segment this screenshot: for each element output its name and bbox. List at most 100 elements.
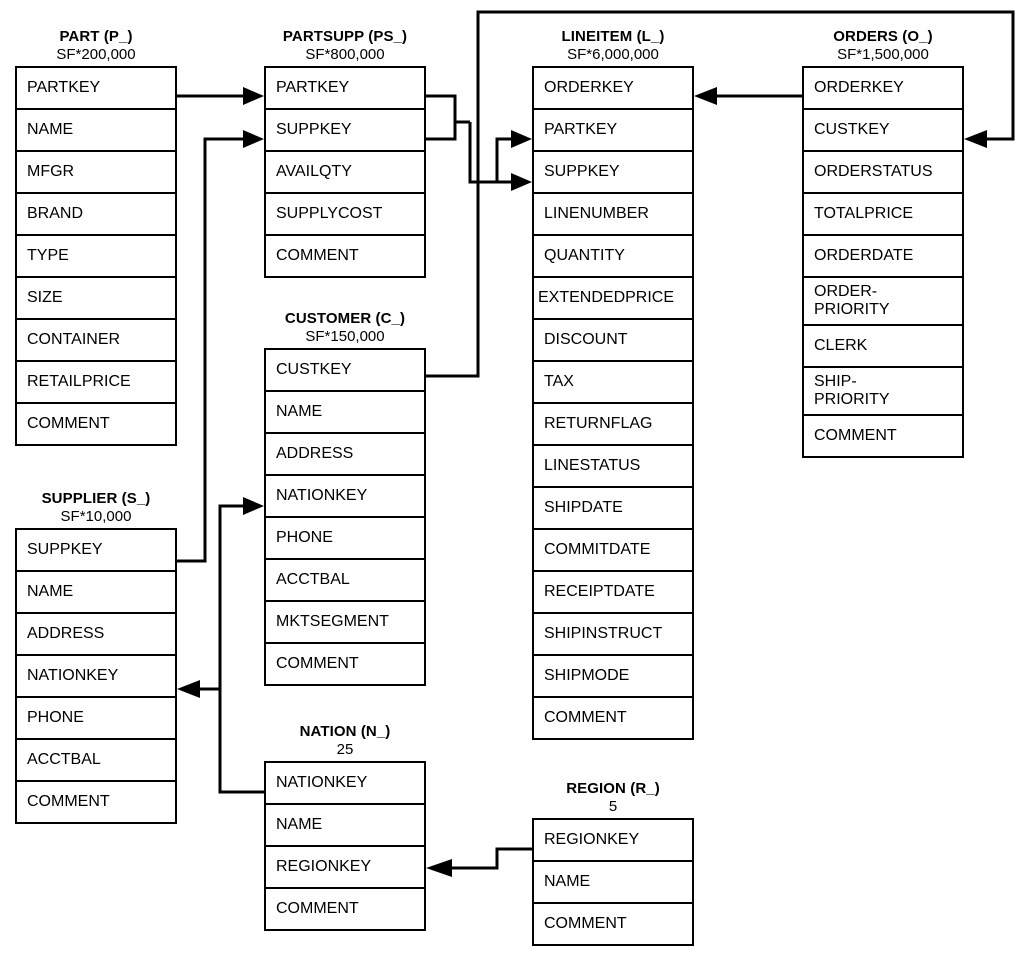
- field-supplier-name: NAME: [17, 572, 175, 614]
- field-lineitem-partkey: PARTKEY: [534, 110, 692, 152]
- field-nation-name: NAME: [266, 805, 424, 847]
- field-orders-orderkey: ORDERKEY: [804, 68, 962, 110]
- field-orders-custkey: CUSTKEY: [804, 110, 962, 152]
- rel-nation-nationkey-to-customer-supplier: [177, 497, 264, 794]
- field-lineitem-orderkey: ORDERKEY: [534, 68, 692, 110]
- field-part-name: NAME: [17, 110, 175, 152]
- field-customer-name: NAME: [266, 392, 424, 434]
- field-partsupp-supplycost: SUPPLYCOST: [266, 194, 424, 236]
- table-part-cardinality: SF*200,000: [56, 46, 136, 63]
- field-nation-regionkey: REGIONKEY: [266, 847, 424, 889]
- field-part-type: TYPE: [17, 236, 175, 278]
- field-lineitem-suppkey: SUPPKEY: [534, 152, 692, 194]
- table-customer: CUSTOMER (C_) SF*150,000 CUSTKEY NAME AD…: [264, 310, 426, 686]
- table-partsupp-box: PARTKEY SUPPKEY AVAILQTY SUPPLYCOST COMM…: [264, 66, 426, 278]
- field-region-name: NAME: [534, 862, 692, 904]
- field-lineitem-receiptdate: RECEIPTDATE: [534, 572, 692, 614]
- field-supplier-suppkey: SUPPKEY: [17, 530, 175, 572]
- field-customer-custkey: CUSTKEY: [266, 350, 424, 392]
- table-part-box: PARTKEY NAME MFGR BRAND TYPE SIZE CONTAI…: [15, 66, 177, 446]
- field-lineitem-tax: TAX: [534, 362, 692, 404]
- field-orders-orderdate: ORDERDATE: [804, 236, 962, 278]
- table-region-box: REGIONKEY NAME COMMENT: [532, 818, 694, 946]
- table-customer-title: CUSTOMER (C_): [284, 310, 406, 327]
- field-partsupp-suppkey: SUPPKEY: [266, 110, 424, 152]
- table-nation: NATION (N_) 25 NATIONKEY NAME REGIONKEY …: [264, 723, 426, 931]
- field-orders-orderstatus: ORDERSTATUS: [804, 152, 962, 194]
- table-partsupp: PARTSUPP (PS_) SF*800,000 PARTKEY SUPPKE…: [264, 28, 426, 278]
- field-lineitem-linestatus: LINESTATUS: [534, 446, 692, 488]
- table-region-cardinality: 5: [608, 798, 618, 815]
- field-customer-comment: COMMENT: [266, 644, 424, 684]
- field-supplier-address: ADDRESS: [17, 614, 175, 656]
- field-region-regionkey: REGIONKEY: [534, 820, 692, 862]
- table-orders: ORDERS (O_) SF*1,500,000 ORDERKEY CUSTKE…: [802, 28, 964, 458]
- field-part-retailprice: RETAILPRICE: [17, 362, 175, 404]
- field-part-container: CONTAINER: [17, 320, 175, 362]
- field-lineitem-shipmode: SHIPMODE: [534, 656, 692, 698]
- table-lineitem-cardinality: SF*6,000,000: [567, 46, 659, 63]
- field-customer-address: ADDRESS: [266, 434, 424, 476]
- table-part: PART (P_) SF*200,000 PARTKEY NAME MFGR B…: [15, 28, 177, 446]
- table-orders-cardinality: SF*1,500,000: [837, 46, 929, 63]
- field-lineitem-commitdate: COMMITDATE: [534, 530, 692, 572]
- field-orders-comment: COMMENT: [804, 416, 962, 456]
- field-customer-mktsegment: MKTSEGMENT: [266, 602, 424, 644]
- table-partsupp-title: PARTSUPP (PS_): [282, 28, 408, 45]
- field-nation-comment: COMMENT: [266, 889, 424, 929]
- field-supplier-nationkey: NATIONKEY: [17, 656, 175, 698]
- table-region-title: REGION (R_): [566, 780, 660, 797]
- field-orders-shippriority-line2: PRIORITY: [814, 391, 890, 408]
- field-orders-totalprice: TOTALPRICE: [804, 194, 962, 236]
- field-lineitem-comment: COMMENT: [534, 698, 692, 738]
- table-customer-cardinality: SF*150,000: [305, 328, 385, 345]
- field-nation-nationkey: NATIONKEY: [266, 763, 424, 805]
- rel-region-regionkey-to-nation-regionkey: [426, 847, 532, 877]
- table-supplier-box: SUPPKEY NAME ADDRESS NATIONKEY PHONE ACC…: [15, 528, 177, 824]
- field-supplier-phone: PHONE: [17, 698, 175, 740]
- field-lineitem-shipdate: SHIPDATE: [534, 488, 692, 530]
- field-orders-shippriority-line1: SHIP-: [814, 373, 857, 390]
- rel-part-partkey-to-partsupp-partkey: [177, 87, 264, 105]
- table-lineitem-title: LINEITEM (L_): [561, 28, 665, 45]
- field-orders-shippriority: SHIP- PRIORITY: [804, 368, 962, 416]
- field-orders-clerk: CLERK: [804, 326, 962, 368]
- table-customer-box: CUSTKEY NAME ADDRESS NATIONKEY PHONE ACC…: [264, 348, 426, 686]
- table-supplier-title: SUPPLIER (S_): [41, 490, 151, 507]
- field-lineitem-linenumber: LINENUMBER: [534, 194, 692, 236]
- field-customer-nationkey: NATIONKEY: [266, 476, 424, 518]
- field-lineitem-shipinstruct: SHIPINSTRUCT: [534, 614, 692, 656]
- field-customer-phone: PHONE: [266, 518, 424, 560]
- rel-supplier-suppkey-to-partsupp-suppkey: [177, 130, 264, 563]
- field-partsupp-partkey: PARTKEY: [266, 68, 424, 110]
- rel-orders-orderkey-to-lineitem-orderkey: [694, 87, 802, 105]
- field-supplier-comment: COMMENT: [17, 782, 175, 822]
- table-lineitem-box: ORDERKEY PARTKEY SUPPKEY LINENUMBER QUAN…: [532, 66, 694, 740]
- field-orders-orderpriority-line2: PRIORITY: [814, 301, 890, 318]
- field-region-comment: COMMENT: [534, 904, 692, 944]
- field-lineitem-discount: DISCOUNT: [534, 320, 692, 362]
- table-part-title: PART (P_): [59, 28, 133, 45]
- field-orders-orderpriority-line1: ORDER-: [814, 283, 878, 300]
- field-part-brand: BRAND: [17, 194, 175, 236]
- field-part-comment: COMMENT: [17, 404, 175, 444]
- table-orders-title: ORDERS (O_): [833, 28, 933, 45]
- field-partsupp-availqty: AVAILQTY: [266, 152, 424, 194]
- table-partsupp-cardinality: SF*800,000: [305, 46, 385, 63]
- table-nation-box: NATIONKEY NAME REGIONKEY COMMENT: [264, 761, 426, 931]
- table-supplier: SUPPLIER (S_) SF*10,000 SUPPKEY NAME ADD…: [15, 490, 177, 824]
- table-supplier-cardinality: SF*10,000: [60, 508, 132, 525]
- table-nation-title: NATION (N_): [299, 723, 391, 740]
- field-customer-acctbal: ACCTBAL: [266, 560, 424, 602]
- field-part-partkey: PARTKEY: [17, 68, 175, 110]
- table-nation-cardinality: 25: [336, 741, 354, 758]
- field-lineitem-extendedprice: EXTENDEDPRICE: [534, 278, 692, 320]
- table-orders-box: ORDERKEY CUSTKEY ORDERSTATUS TOTALPRICE …: [802, 66, 964, 458]
- field-lineitem-quantity: QUANTITY: [534, 236, 692, 278]
- table-lineitem: LINEITEM (L_) SF*6,000,000 ORDERKEY PART…: [532, 28, 694, 740]
- field-lineitem-returnflag: RETURNFLAG: [534, 404, 692, 446]
- field-partsupp-comment: COMMENT: [266, 236, 424, 276]
- table-region: REGION (R_) 5 REGIONKEY NAME COMMENT: [532, 780, 694, 946]
- field-part-size: SIZE: [17, 278, 175, 320]
